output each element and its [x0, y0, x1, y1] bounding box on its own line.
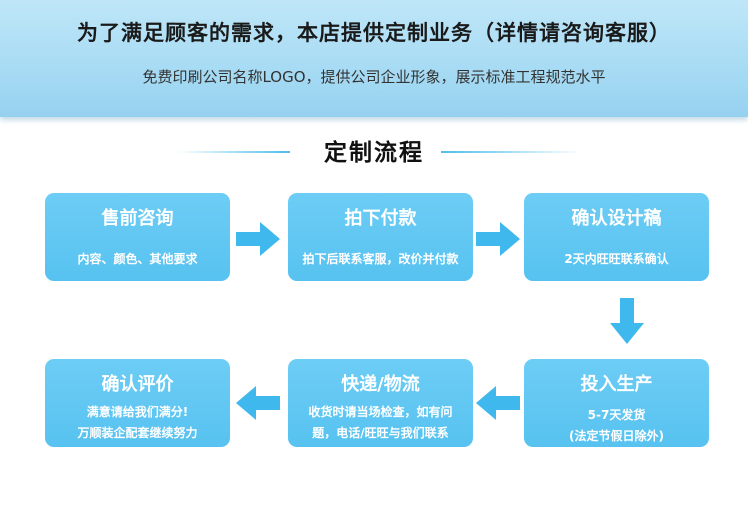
- section-title: 定制流程: [324, 140, 424, 166]
- arrow-right-icon: [236, 222, 280, 256]
- step-desc: 5-7天发货 (法定节假日除外): [528, 405, 705, 447]
- arrow-right-icon: [476, 222, 520, 256]
- step-desc: 2天内旺旺联系确认: [528, 249, 705, 269]
- step-confirm-review: 确认评价 满意请给我们满分! 万顺装企配套继续努力: [45, 359, 230, 447]
- step-desc-line: (法定节假日除外): [569, 429, 664, 443]
- step-name: 确认设计稿: [571, 208, 662, 229]
- step-desc: 内容、颜色、其他要求: [49, 249, 226, 269]
- step-presale-consult: 售前咨询 内容、颜色、其他要求: [45, 193, 230, 281]
- step-desc: 满意请给我们满分! 万顺装企配套继续努力: [49, 402, 226, 444]
- step-desc-line: 收货时请当场检查，如有问: [308, 405, 453, 419]
- title-divider-left: [178, 151, 290, 153]
- title-divider-right: [441, 151, 581, 153]
- step-delivery: 快递/物流 收货时请当场检查，如有问 题，电话/旺旺与我们联系: [288, 359, 473, 447]
- step-desc: 拍下后联系客服，改价并付款: [292, 249, 469, 269]
- step-production: 投入生产 5-7天发货 (法定节假日除外): [524, 359, 709, 447]
- step-name: 售前咨询: [101, 208, 174, 229]
- arrow-down-icon: [610, 298, 644, 344]
- header-banner: 为了满足顾客的需求，本店提供定制业务（详情请咨询客服） 免费印刷公司名称LOGO…: [0, 0, 748, 117]
- step-name: 快递/物流: [341, 374, 420, 395]
- step-desc-line: 拍下后联系客服，改价并付款: [302, 252, 459, 266]
- step-order-payment: 拍下付款 拍下后联系客服，改价并付款: [288, 193, 473, 281]
- step-desc: 收货时请当场检查，如有问 题，电话/旺旺与我们联系: [292, 402, 469, 444]
- step-name: 投入生产: [580, 374, 653, 395]
- banner-subline: 免费印刷公司名称LOGO，提供公司企业形象，展示标准工程规范水平: [142, 68, 606, 86]
- arrow-left-icon: [236, 386, 280, 420]
- step-desc-line: 题，电话/旺旺与我们联系: [312, 426, 449, 440]
- step-desc-line: 内容、颜色、其他要求: [77, 252, 198, 266]
- step-desc-line: 满意请给我们满分!: [86, 405, 189, 419]
- step-desc-line: 5-7天发货: [587, 408, 646, 422]
- step-desc-line: 万顺装企配套继续努力: [77, 426, 198, 440]
- step-desc-line: 2天内旺旺联系确认: [564, 252, 669, 266]
- arrow-left-icon: [476, 386, 520, 420]
- step-confirm-design: 确认设计稿 2天内旺旺联系确认: [524, 193, 709, 281]
- step-name: 确认评价: [101, 374, 174, 395]
- banner-headline: 为了满足顾客的需求，本店提供定制业务（详情请咨询客服）: [77, 21, 671, 45]
- step-name: 拍下付款: [344, 208, 417, 229]
